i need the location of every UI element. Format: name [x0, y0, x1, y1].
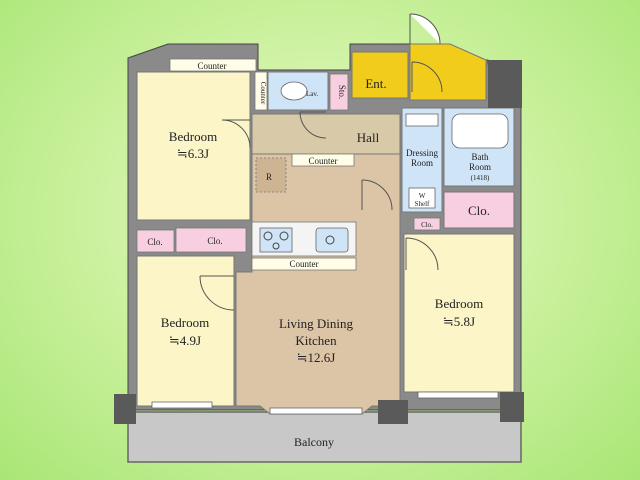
hall-label: Hall	[357, 130, 380, 145]
bedroom-right-room	[403, 233, 515, 393]
bedroom-bottom-left-area: ≒4.9J	[169, 333, 201, 348]
door-entrance-inner	[411, 61, 443, 93]
bedroom-right-area: ≒5.8J	[443, 314, 475, 329]
window-bedroom-left	[151, 401, 213, 409]
column-top-right	[488, 60, 522, 108]
bedroom-right-name: Bedroom	[435, 296, 483, 311]
window-ldk	[269, 407, 363, 415]
entrance-label: Ent.	[365, 76, 386, 91]
counter-top-label: Counter	[198, 61, 227, 71]
bathtub	[451, 113, 509, 149]
door-lavatory	[299, 111, 327, 139]
ldk-line1: Living Dining	[279, 316, 354, 331]
storage-label: Sto.	[337, 85, 347, 99]
toilet-fixture	[280, 81, 308, 101]
bath-label-2: Room	[469, 162, 491, 172]
closet-small-label: Clo.	[421, 221, 433, 229]
door-ldk	[361, 179, 393, 211]
column-bottom-mid	[378, 400, 408, 424]
counter-vertical-label: Counter	[259, 82, 267, 105]
closet-bath-label: Clo.	[468, 203, 490, 218]
bedroom-top-left-area: ≒6.3J	[177, 146, 209, 161]
column-bottom-right	[500, 392, 524, 422]
balcony-area	[127, 411, 522, 463]
counter-vertical	[254, 71, 268, 111]
bath-size-label: (1418)	[471, 174, 490, 182]
column-bottom-left	[114, 394, 136, 424]
bedroom-bottom-left-name: Bedroom	[161, 315, 209, 330]
washer-label-2: Shelf	[415, 200, 430, 208]
entrance-area	[351, 51, 409, 99]
sink-drain	[325, 235, 335, 245]
bath-label-1: Bath	[472, 152, 489, 162]
washer-shelf	[408, 187, 436, 209]
ldk-line2: Kitchen	[295, 333, 337, 348]
closet-left-2	[175, 227, 247, 253]
dressing-label-2: Room	[411, 158, 433, 168]
refrigerator-label: R	[266, 172, 272, 182]
counter-mid-label: Counter	[309, 156, 338, 166]
closet-left-1	[136, 229, 175, 253]
door-bedroom-bottom	[199, 275, 235, 311]
closet-left-1-label: Clo.	[147, 237, 162, 247]
closet-small	[413, 217, 441, 231]
hall-area	[251, 113, 401, 155]
bedroom-bottom-left-room	[136, 255, 235, 407]
washer-label-1: W	[419, 192, 426, 200]
dressing-label-1: Dressing	[406, 148, 438, 158]
counter-mid	[291, 153, 355, 167]
ldk-area: ≒12.6J	[297, 350, 336, 365]
burner-2	[279, 231, 289, 241]
counter-kitchen-label: Counter	[290, 259, 319, 269]
closet-bath	[443, 191, 515, 229]
door-bedroom-top	[221, 119, 251, 149]
window-bedroom-right	[417, 391, 499, 399]
kitchen-sink	[315, 227, 349, 253]
burner-1	[263, 231, 273, 241]
storage-room	[329, 73, 349, 111]
bedroom-top-left-name: Bedroom	[169, 129, 217, 144]
door-bedroom-right	[405, 237, 439, 271]
stove	[259, 227, 293, 253]
door-entrance	[409, 13, 441, 45]
lavatory-label: Lav.	[306, 90, 318, 98]
burner-3	[272, 242, 280, 250]
entrance-porch	[409, 43, 487, 101]
closet-left-2-label: Clo.	[207, 236, 222, 246]
balcony-label: Balcony	[294, 435, 334, 449]
bedroom-top-left-room	[136, 71, 251, 221]
refrigerator-space	[255, 157, 287, 193]
ldk-room	[235, 153, 401, 415]
counter-kitchen	[251, 257, 357, 271]
washbasin	[405, 113, 439, 127]
counter-top	[169, 58, 257, 72]
